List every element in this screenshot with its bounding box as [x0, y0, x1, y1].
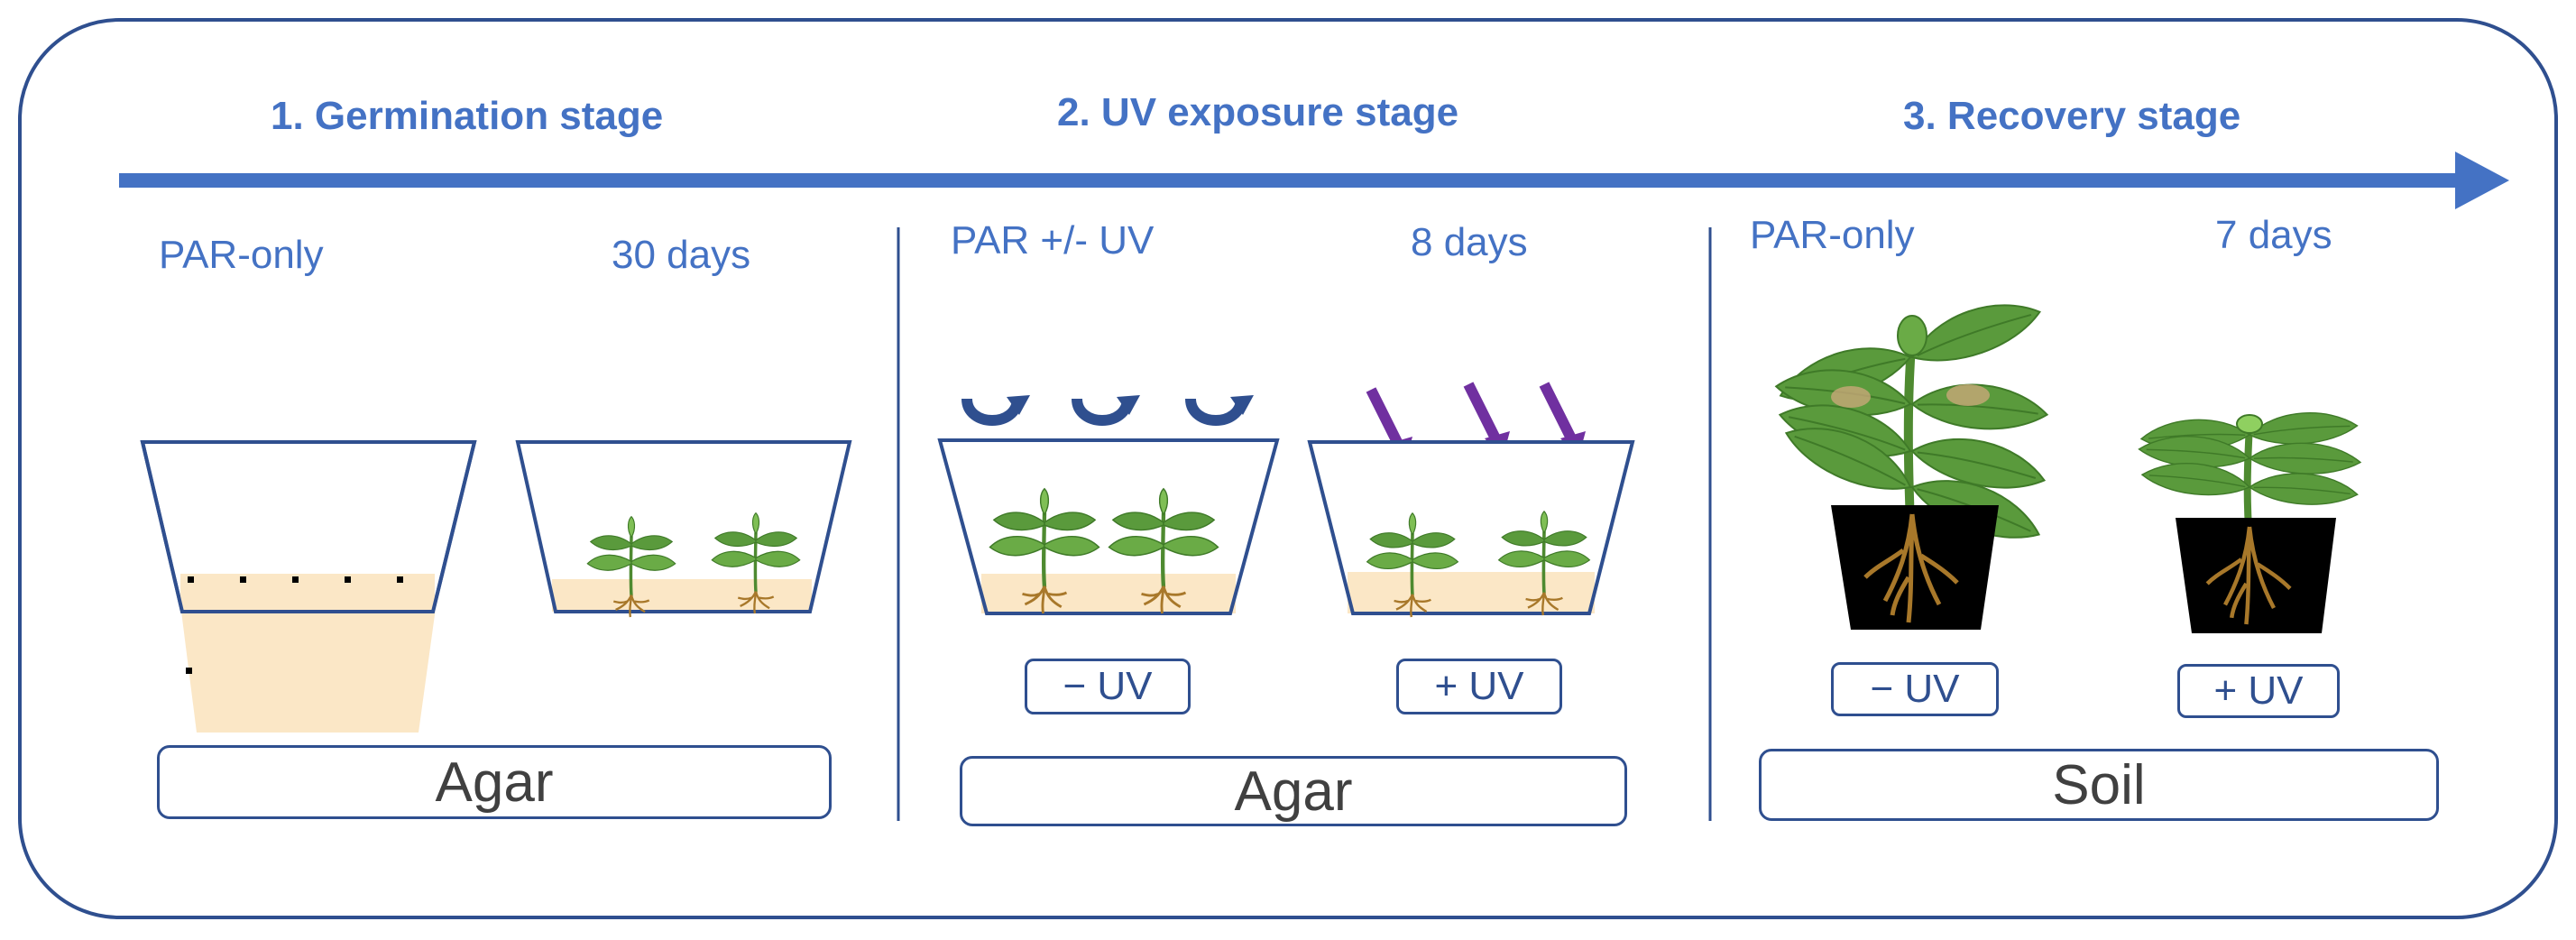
treatment-minus-uv-box: − UV — [1025, 659, 1191, 714]
stage-1-duration-label: 30 days — [612, 233, 751, 277]
stage-3-title: 3. Recovery stage — [1903, 94, 2241, 138]
treatment-plus-uv-box: + UV — [2177, 664, 2340, 718]
agar-layer — [552, 579, 812, 612]
agar-layer — [180, 574, 435, 612]
treatment-plus-uv-box: + UV — [1396, 659, 1562, 714]
stage-1-title: 1. Germination stage — [271, 94, 664, 138]
medium-agar-box: Agar — [157, 745, 832, 819]
plant-icon — [1772, 290, 2051, 555]
timeline-arrowhead-icon — [2455, 152, 2509, 209]
pot-icon — [1831, 505, 1999, 630]
stage-2-title: 2. UV exposure stage — [1057, 90, 1459, 134]
treatment-minus-uv-box: − UV — [1831, 662, 1999, 716]
agar-layer — [177, 576, 440, 733]
stage-3-duration-label: 7 days — [2215, 213, 2332, 257]
exposure-container-plus-uv — [1307, 440, 1635, 615]
agar-layer — [981, 574, 1236, 613]
seed-dot-icon — [186, 576, 403, 674]
stage-1-light-label: PAR-only — [159, 233, 324, 277]
container-fill — [143, 442, 474, 612]
agar-layer — [1348, 572, 1595, 613]
medium-agar-box: Agar — [960, 756, 1627, 826]
stage-2-light-label: PAR +/- UV — [951, 218, 1155, 263]
medium-soil-box: Soil — [1759, 749, 2439, 821]
pot-icon — [2176, 518, 2336, 633]
exposure-container-minus-uv — [937, 438, 1280, 615]
germination-container — [515, 440, 852, 613]
stage-2-duration-label: 8 days — [1411, 220, 1528, 264]
stage-3-light-label: PAR-only — [1750, 213, 1915, 257]
